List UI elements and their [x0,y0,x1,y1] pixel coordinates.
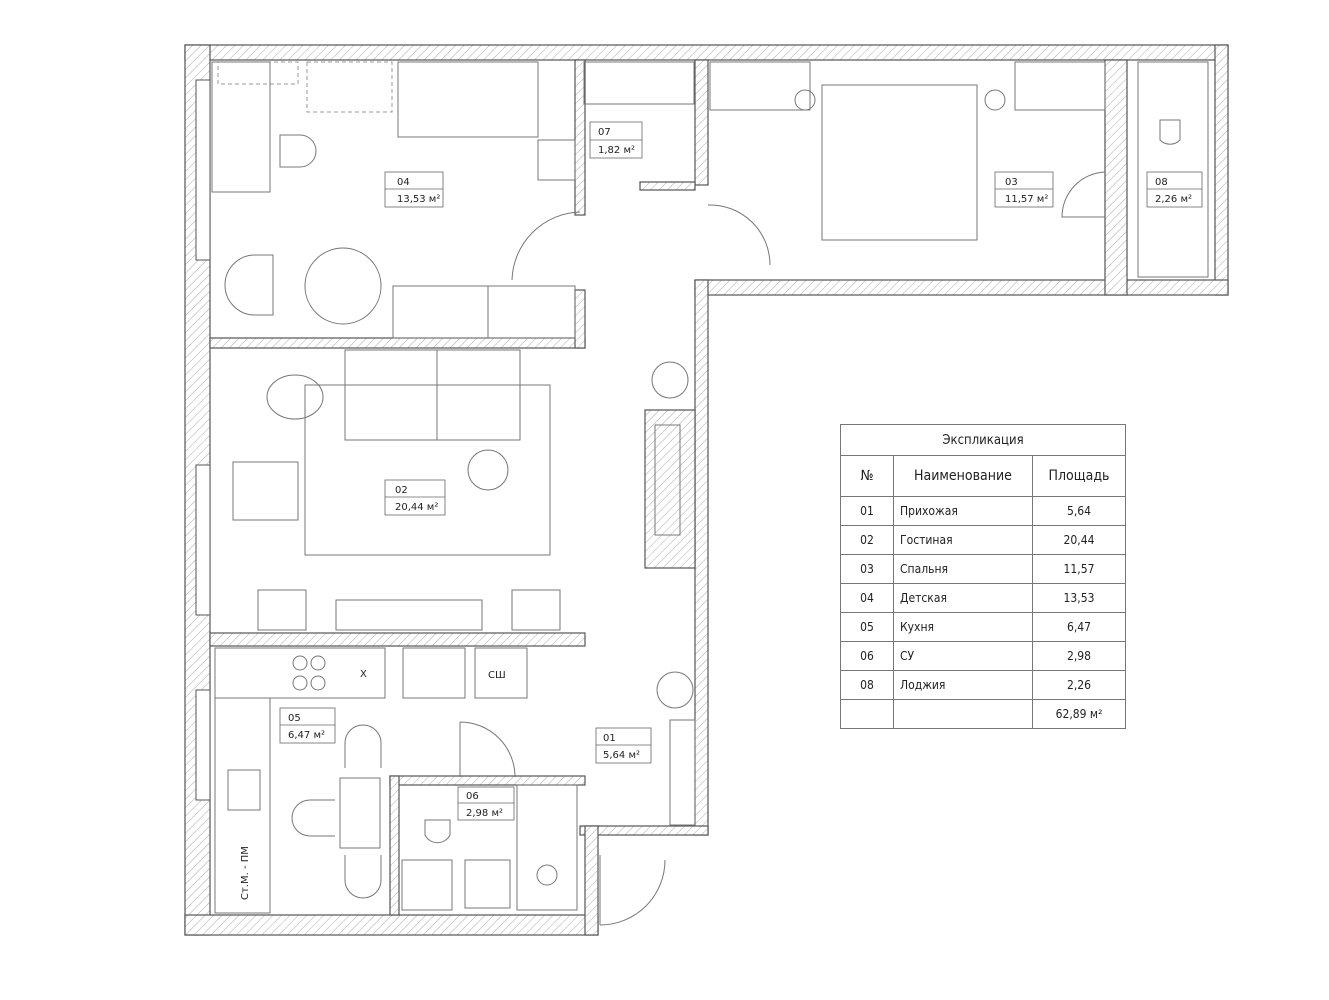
room-03-label: 03 11,57 м² [994,171,1054,208]
room-number: 07 [598,127,611,138]
row-name: Детская [893,583,1033,613]
room-number: 02 [395,485,408,496]
furniture [211,61,1209,926]
dishwasher-label: СШ [488,670,506,681]
total-area: 62,89 м² [1032,699,1126,729]
row-number: 04 [840,583,894,613]
room-07-label: 07 1,82 м² [589,121,643,159]
room-area: 2,26 м² [1155,194,1192,205]
header-area: Площадь [1032,455,1126,497]
room-04-label: 04 13,53 м² [384,171,444,208]
room-area: 20,44 м² [395,502,438,513]
room-06-label: 06 2,98 м² [457,786,515,821]
windows [195,79,211,801]
row-area: 13,53 [1032,583,1126,613]
row-name: Прихожая [893,496,1033,526]
row-area: 2,26 [1032,670,1126,700]
table-title: Экспликация [840,424,1126,456]
row-number: 03 [840,554,894,584]
room-number: 08 [1155,177,1168,188]
room-number: 04 [397,177,410,188]
room-area: 1,82 м² [598,145,635,156]
room-08-label: 08 2,26 м² [1146,171,1203,208]
row-name: СУ [893,641,1033,671]
row-name: Спальня [893,554,1033,584]
header-name: Наименование [893,455,1033,497]
row-number: 02 [840,525,894,555]
row-number: 05 [840,612,894,642]
room-area: 6,47 м² [288,730,325,741]
row-number: 01 [840,496,894,526]
row-area: 20,44 [1032,525,1126,555]
room-number: 03 [1005,177,1018,188]
room-number: 05 [288,713,301,724]
row-area: 2,98 [1032,641,1126,671]
room-area: 11,57 м² [1005,194,1048,205]
stove-label: Х [360,669,367,680]
room-number: 06 [466,791,479,802]
room-area: 2,98 м² [466,808,503,819]
row-name: Кухня [893,612,1033,642]
room-01-label: 01 5,64 м² [595,727,652,764]
header-number: № [840,455,894,497]
row-number: 08 [840,670,894,700]
row-number: 06 [840,641,894,671]
room-number: 01 [603,733,616,744]
room-area: 13,53 м² [397,194,440,205]
row-name: Лоджия [893,670,1033,700]
room-02-label: 02 20,44 м² [384,479,446,516]
room-05-label: 05 6,47 м² [279,707,336,744]
room-area: 5,64 м² [603,750,640,761]
row-name: Гостиная [893,525,1033,555]
washer-label: Ст.М. - ПМ [240,846,251,900]
row-area: 11,57 [1032,554,1126,584]
row-area: 5,64 [1032,496,1126,526]
row-area: 6,47 [1032,612,1126,642]
total-row: 62,89 м² [840,699,1126,729]
